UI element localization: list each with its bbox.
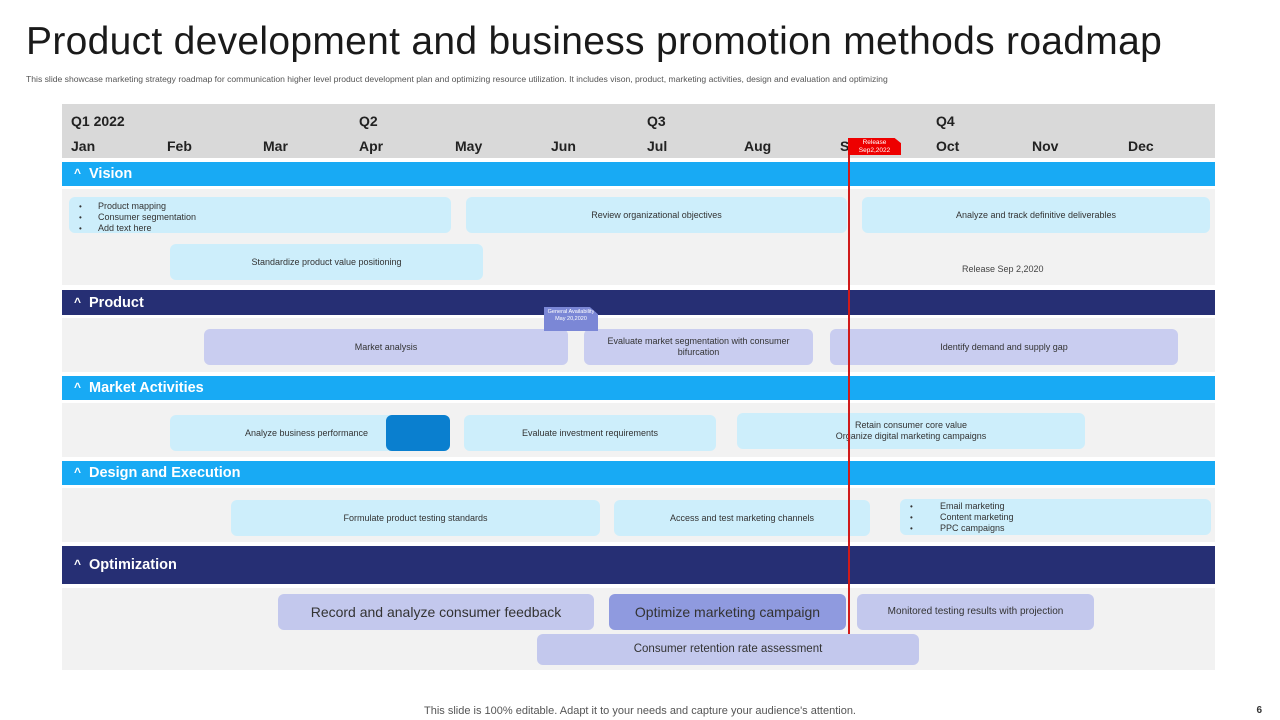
list-item: Product mapping <box>69 201 451 212</box>
month-label-jan: Jan <box>71 138 96 154</box>
chevron-up-icon: ^ <box>74 465 82 479</box>
month-label-may: May <box>455 138 483 154</box>
bar-line: Retain consumer core value <box>854 420 968 431</box>
bar-standardize-positioning[interactable]: Standardize product value positioning <box>170 244 483 280</box>
bar-highlight-segment[interactable] <box>386 415 450 451</box>
chevron-up-icon: ^ <box>74 294 82 309</box>
month-label-apr: Apr <box>359 138 384 154</box>
bar-retention-assessment[interactable]: Consumer retention rate assessment <box>537 634 919 665</box>
quarter-label-q3: Q3 <box>647 113 666 129</box>
bar-access-channels[interactable]: Access and test marketing channels <box>614 500 870 536</box>
list-item: Add text here <box>69 223 451 234</box>
release-note: Release Sep 2,2020 <box>962 264 1044 274</box>
bar-market-analysis[interactable]: Market analysis <box>204 329 568 365</box>
chevron-up-icon: ^ <box>74 166 82 180</box>
section-label-vision: Vision <box>89 166 133 182</box>
section-header-optimization[interactable]: ^ Optimization <box>62 546 1215 584</box>
quarter-label-q4: Q4 <box>936 113 955 129</box>
month-label-oct: Oct <box>936 138 960 154</box>
bar-monitored-results[interactable]: Monitored testing results with projectio… <box>857 594 1094 630</box>
bullet-box-vision[interactable]: Product mapping Consumer segmentation Ad… <box>69 197 451 234</box>
bar-optimize-campaign[interactable]: Optimize marketing campaign <box>609 594 846 630</box>
general-availability-flag: General Availability May 20,2020 <box>544 307 598 331</box>
slide-title: Product development and business promoti… <box>26 20 1163 63</box>
bar-review-objectives[interactable]: Review organizational objectives <box>466 197 847 233</box>
section-label-design-execution: Design and Execution <box>89 465 241 481</box>
month-label-feb: Feb <box>167 138 192 154</box>
page-number: 6 <box>1256 705 1262 716</box>
quarter-label-q2: Q2 <box>359 113 378 129</box>
bar-retain-core-value[interactable]: Retain consumer core value Organize digi… <box>737 413 1085 449</box>
bar-evaluate-investment[interactable]: Evaluate investment requirements <box>464 415 716 451</box>
today-marker-line <box>848 138 850 634</box>
section-header-product[interactable]: ^ Product <box>62 290 1215 315</box>
section-label-optimization: Optimization <box>89 557 177 573</box>
month-label-aug: Aug <box>744 138 772 154</box>
month-label-nov: Nov <box>1032 138 1059 154</box>
section-label-product: Product <box>89 294 144 311</box>
timeline-header: Q1 2022 Q2 Q3 Q4 Jan Feb Mar Apr May Jun… <box>62 104 1215 158</box>
section-header-market-activities[interactable]: ^ Market Activities <box>62 376 1215 400</box>
month-label-jun: Jun <box>551 138 576 154</box>
list-item: Email marketing <box>900 501 1211 512</box>
section-header-design-execution[interactable]: ^ Design and Execution <box>62 461 1215 485</box>
month-label-jul: Jul <box>647 138 668 154</box>
section-label-market-activities: Market Activities <box>89 380 204 396</box>
chevron-up-icon: ^ <box>74 380 82 394</box>
list-item: Consumer segmentation <box>69 212 451 223</box>
bar-identify-gap[interactable]: Identify demand and supply gap <box>830 329 1178 365</box>
quarter-label-q1: Q1 2022 <box>71 113 125 129</box>
bar-line: Organize digital marketing campaigns <box>835 431 987 441</box>
month-label-dec: Dec <box>1128 138 1154 154</box>
bar-record-feedback[interactable]: Record and analyze consumer feedback <box>278 594 594 630</box>
month-label-mar: Mar <box>263 138 288 154</box>
bar-evaluate-segmentation[interactable]: Evaluate market segmentation with consum… <box>584 329 813 365</box>
release-flag: Release Sep2,2022 <box>848 138 901 155</box>
list-item: PPC campaigns <box>900 523 1211 534</box>
chevron-up-icon: ^ <box>74 557 82 571</box>
bar-formulate-standards[interactable]: Formulate product testing standards <box>231 500 600 536</box>
slide-subtitle: This slide showcase marketing strategy r… <box>26 74 888 84</box>
bullet-box-design[interactable]: Email marketing Content marketing PPC ca… <box>900 499 1211 535</box>
slide-footer: This slide is 100% editable. Adapt it to… <box>424 705 856 717</box>
list-item: Content marketing <box>900 512 1211 523</box>
bar-analyze-deliverables[interactable]: Analyze and track definitive deliverable… <box>862 197 1210 233</box>
section-header-vision[interactable]: ^ Vision <box>62 162 1215 186</box>
